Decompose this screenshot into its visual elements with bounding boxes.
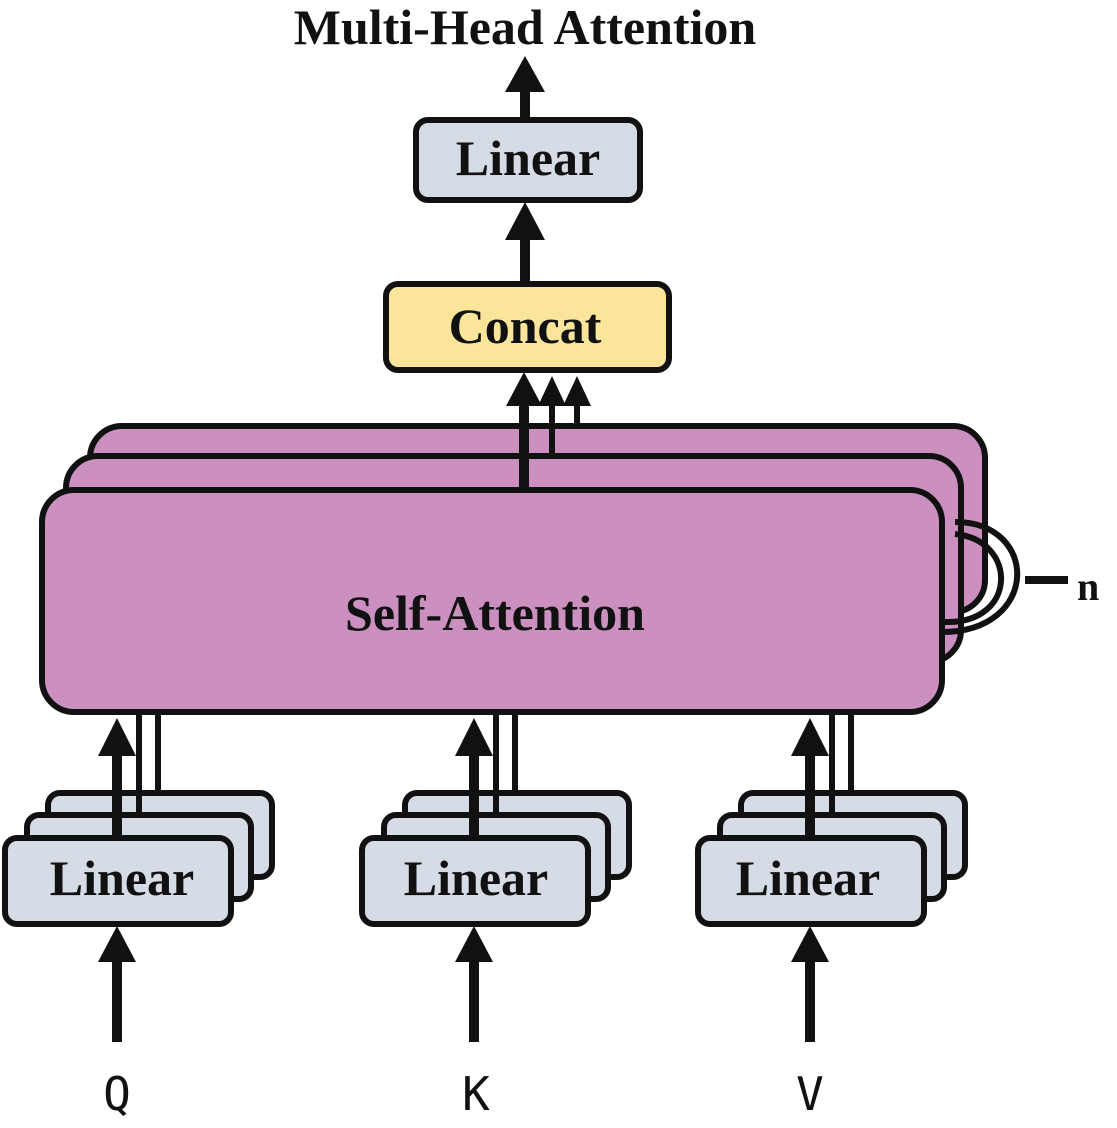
q-to-attention-arrows	[98, 712, 161, 838]
self-attention-stack: Self-Attention	[39, 423, 1068, 715]
v-linear-label: Linear	[736, 850, 880, 906]
v-linear-stack: Linear	[695, 790, 968, 927]
v-to-attention-arrows	[791, 712, 854, 838]
v-input-arrow	[791, 926, 829, 1042]
heads-count-label: n	[1077, 564, 1099, 609]
q-linear-label: Linear	[50, 850, 194, 906]
q-input-arrow	[98, 926, 136, 1042]
k-input-label: K	[462, 1067, 490, 1121]
concat-label: Concat	[449, 298, 602, 354]
k-to-attention-arrows	[455, 712, 518, 838]
concat-to-linear-arrow	[505, 202, 545, 282]
output-linear-label: Linear	[456, 130, 600, 186]
diagram-title: Multi-Head Attention	[294, 0, 757, 55]
heads-loop-bracket	[941, 519, 1021, 635]
output-arrow	[505, 56, 545, 118]
k-input-arrow	[455, 926, 493, 1042]
q-input-label: Q	[103, 1067, 131, 1121]
v-input-label: V	[796, 1067, 824, 1121]
attention-to-concat-arrows	[506, 372, 591, 490]
k-linear-label: Linear	[404, 850, 548, 906]
self-attention-label: Self-Attention	[345, 585, 645, 641]
output-linear-box: Linear	[413, 117, 643, 203]
self-attention-layer-front	[39, 487, 945, 715]
concat-box: Concat	[383, 281, 672, 373]
